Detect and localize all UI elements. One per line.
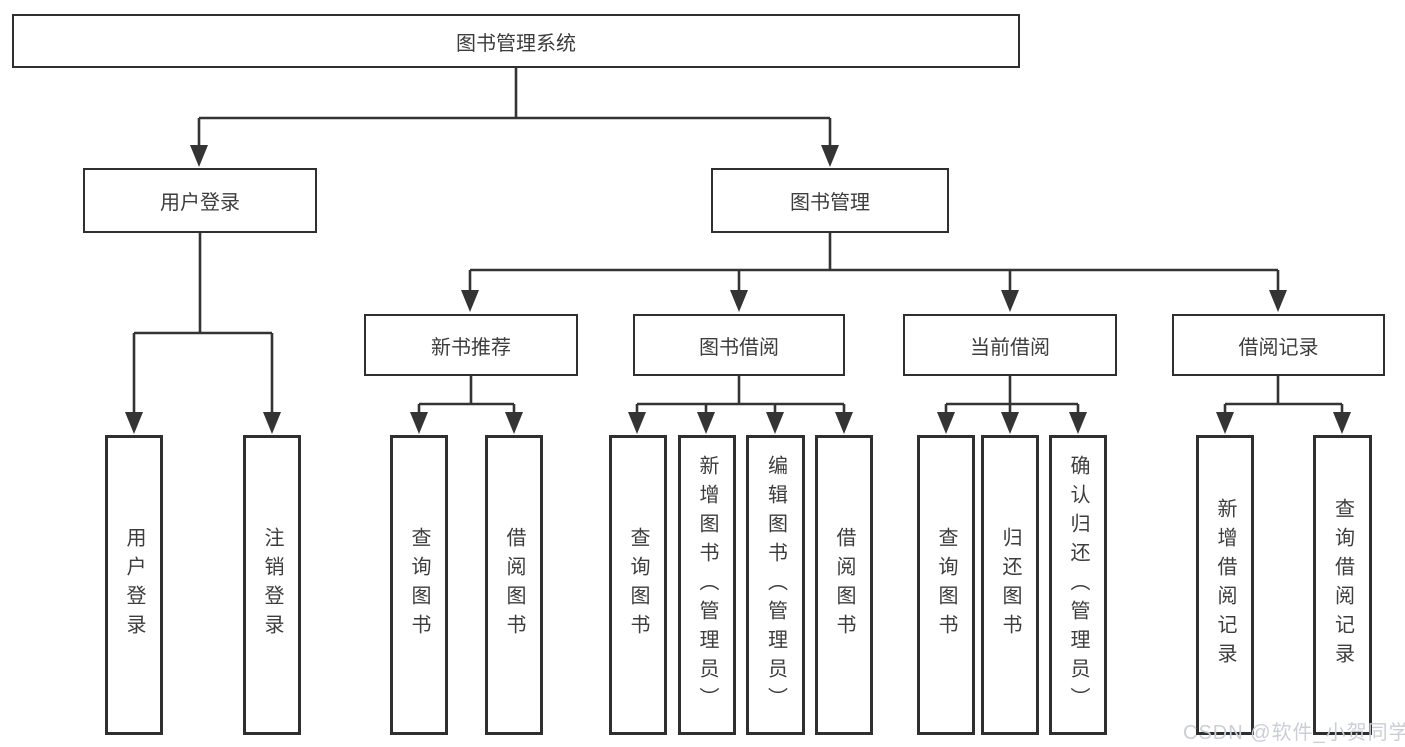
node-borrowing-records-label: 借阅记录: [1238, 336, 1319, 359]
csdn-watermark: CSDN @软件_小贺同学: [1183, 722, 1405, 744]
leaf-return-book: 归还图书: [981, 435, 1039, 735]
leaf-query-book-borrowing: 查询图书: [609, 435, 667, 735]
leaf-edit-book-admin: 编辑图书（管理员）: [746, 435, 805, 735]
node-user-login-label: 用户登录: [160, 192, 240, 214]
leaf-borrow-book: 借阅图书: [815, 435, 873, 735]
leaf-confirm-return-admin: 确认归还（管理员）: [1049, 435, 1107, 735]
node-book-borrowing: 图书借阅: [633, 314, 845, 376]
leaf-query-book-current: 查询图书: [917, 435, 975, 735]
node-new-book-recommend: 新书推荐: [364, 314, 578, 376]
leaf-user-login: 用户登录: [105, 435, 163, 735]
node-current-borrowing-label: 当前借阅: [970, 336, 1050, 359]
leaf-query-borrow-record: 查询借阅记录: [1313, 435, 1372, 735]
node-borrowing-records: 借阅记录: [1172, 314, 1385, 376]
leaf-query-book-recommend: 查询图书: [390, 435, 448, 735]
leaf-logout: 注销登录: [243, 435, 301, 735]
root-node: 图书管理系统: [12, 14, 1020, 68]
node-user-login: 用户登录: [83, 168, 317, 233]
leaf-borrow-book-recommend: 借阅图书: [485, 435, 543, 735]
root-node-label: 图书管理系统: [456, 32, 576, 55]
node-book-management: 图书管理: [711, 168, 949, 233]
leaf-add-book-admin: 新增图书（管理员）: [678, 435, 736, 735]
node-book-management-label: 图书管理: [790, 192, 870, 214]
node-current-borrowing: 当前借阅: [903, 314, 1117, 376]
leaf-add-borrow-record: 新增借阅记录: [1196, 435, 1254, 735]
node-new-book-recommend-label: 新书推荐: [431, 336, 511, 359]
node-book-borrowing-label: 图书借阅: [699, 336, 779, 359]
